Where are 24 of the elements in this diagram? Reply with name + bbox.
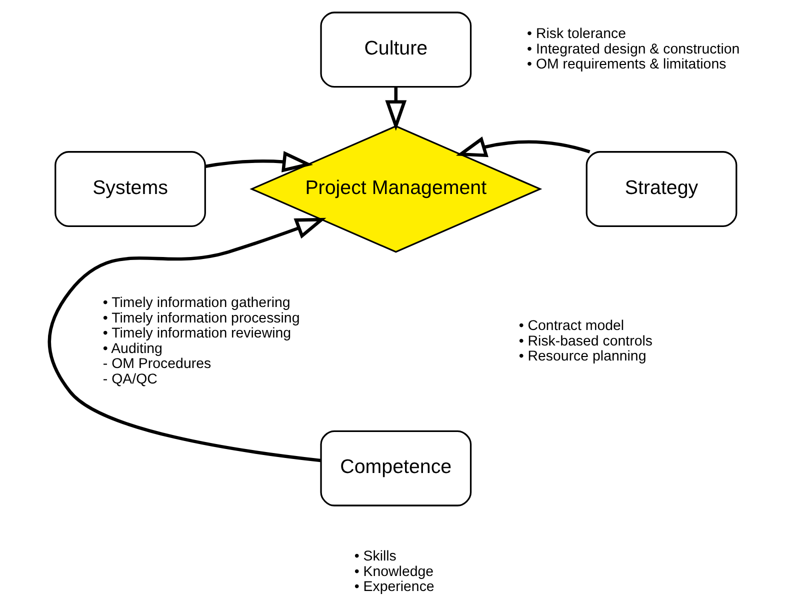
arrow <box>204 151 313 172</box>
node-label: • Experience <box>354 579 434 596</box>
node-label: • Knowledge <box>354 564 434 580</box>
node-box: Systems <box>54 151 206 228</box>
node-label: • OM requirements & limitations <box>526 56 726 73</box>
node-label: • Risk tolerance <box>526 26 626 42</box>
node-label: • Timely information processing <box>102 310 300 326</box>
node-label: • Timely information reviewing <box>102 326 291 342</box>
node-diamond: Project Management <box>249 125 542 253</box>
node-box: Competence <box>320 430 472 506</box>
node-label: • Skills <box>354 548 396 565</box>
node-label: • Risk-based controls <box>518 333 652 350</box>
node-label: • Timely information gathering <box>102 294 290 311</box>
node-label: - OM Procedures <box>102 356 211 372</box>
node-label: • Auditing <box>102 340 162 357</box>
arrow <box>384 87 406 131</box>
node-label: • Resource planning <box>518 348 646 365</box>
arrow <box>456 136 590 158</box>
node-label: • Contract model <box>518 318 624 334</box>
node-box: Culture <box>320 12 472 88</box>
arrow <box>47 218 326 462</box>
node-label: • Integrated design & construction <box>526 41 740 58</box>
node-box: Strategy <box>585 151 737 228</box>
node-label: - QA/QC <box>102 372 157 388</box>
